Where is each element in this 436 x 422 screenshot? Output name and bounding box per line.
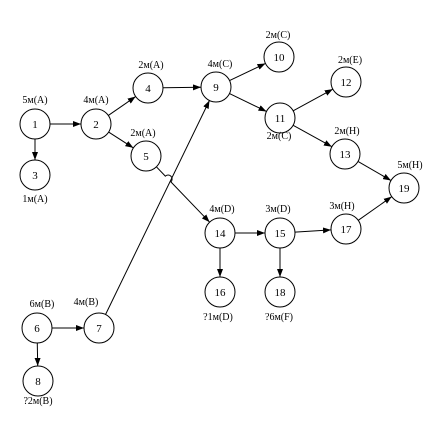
node-circle — [83, 312, 115, 344]
node-circle — [264, 276, 296, 308]
edge-9-11 — [229, 93, 267, 112]
node-label: 5м(A) — [22, 95, 47, 106]
node-1: 1 5м(A) — [19, 95, 51, 140]
node-label: 2м(C) — [267, 131, 292, 142]
node-number: 19 — [399, 183, 411, 195]
node-label: ?2м(B) — [23, 396, 52, 407]
node-number: 9 — [213, 82, 219, 94]
node-label: 4м(B) — [74, 297, 99, 308]
edge-17-19 — [357, 196, 393, 221]
edge-15-17 — [294, 227, 332, 234]
node-circle — [264, 102, 296, 134]
node-circle — [330, 66, 362, 98]
node-label: 2м(E) — [338, 55, 362, 66]
node-14: 14 4м(D) — [204, 204, 236, 249]
node-number: 12 — [341, 77, 352, 89]
node-circle — [130, 140, 162, 172]
edge-11-12 — [292, 88, 334, 112]
node-circle — [19, 159, 51, 191]
node-circle — [21, 312, 53, 344]
node-label: ?1м(D) — [203, 312, 233, 323]
node-circle — [264, 217, 296, 249]
node-label: 1м(A) — [22, 194, 47, 205]
node-circle — [22, 365, 54, 397]
node-5: 5 2м(A) — [130, 128, 162, 172]
node-circle — [19, 108, 51, 140]
node-circle — [204, 217, 236, 249]
edge-4-9 — [162, 84, 202, 91]
edge-2-4 — [108, 96, 136, 116]
node-label: 2м(A) — [130, 128, 155, 139]
edge-7-9 — [105, 100, 210, 315]
node-13: 13 2м(H) — [329, 126, 361, 170]
node-label: 4м(C) — [208, 59, 233, 70]
nodes: 1 5м(A) 2 4м(A) 3 1м(A) 4 2м(A) 5 2м(A) 6 6м(B) 7 4м(… — [19, 30, 423, 407]
node-circle — [80, 108, 112, 140]
node-label: 3м(H) — [329, 201, 354, 212]
node-number: 18 — [275, 287, 287, 299]
node-number: 7 — [96, 323, 102, 335]
node-15: 15 3м(D) — [264, 204, 296, 249]
node-circle — [204, 276, 236, 308]
node-label: ?6м(F) — [265, 312, 293, 323]
node-8: 8 ?2м(B) — [22, 365, 54, 407]
node-number: 11 — [275, 113, 286, 125]
node-number: 15 — [275, 228, 287, 240]
node-label: 6м(B) — [30, 299, 55, 310]
node-circle — [388, 172, 420, 204]
node-number: 1 — [32, 119, 38, 131]
node-number: 8 — [35, 376, 41, 388]
node-label: 2м(C) — [266, 30, 291, 41]
node-18: 18 ?6м(F) — [264, 276, 296, 323]
node-label: 2м(A) — [138, 60, 163, 71]
node-12: 12 2м(E) — [330, 55, 362, 98]
node-number: 6 — [34, 323, 40, 335]
node-number: 17 — [341, 224, 353, 236]
node-number: 14 — [215, 228, 227, 240]
node-number: 5 — [143, 151, 149, 163]
node-label: 4м(D) — [209, 204, 234, 215]
node-16: 16 ?1м(D) — [203, 276, 236, 323]
node-number: 4 — [145, 83, 151, 95]
node-circle — [200, 71, 232, 103]
node-17: 17 3м(H) — [329, 201, 362, 245]
edge-2-5 — [108, 131, 134, 149]
node-10: 10 2м(C) — [263, 30, 295, 73]
node-3: 3 1м(A) — [19, 159, 51, 205]
edge-13-19 — [357, 161, 392, 181]
node-circle — [132, 72, 164, 104]
edge-5-14 — [156, 166, 210, 223]
node-circle — [329, 138, 361, 170]
edge-9-10 — [229, 62, 266, 82]
node-9: 9 4м(C) — [200, 59, 233, 103]
node-number: 3 — [32, 170, 38, 182]
node-label: 3м(D) — [265, 204, 290, 215]
node-number: 10 — [274, 52, 286, 64]
node-label: 2м(H) — [334, 126, 359, 137]
node-11: 11 2м(C) — [264, 102, 296, 142]
node-7: 7 4м(B) — [74, 297, 115, 344]
edge-11-13 — [292, 124, 333, 148]
node-number: 13 — [340, 149, 352, 161]
node-6: 6 6м(B) — [21, 299, 55, 344]
node-number: 2 — [93, 119, 99, 131]
edges — [32, 62, 393, 367]
node-label: 4м(A) — [83, 95, 108, 106]
node-circle — [330, 213, 362, 245]
node-label: 5м(H) — [397, 160, 422, 171]
node-2: 2 4м(A) — [80, 95, 112, 140]
node-circle — [263, 41, 295, 73]
node-number: 16 — [215, 287, 227, 299]
node-4: 4 2м(A) — [132, 60, 164, 104]
node-19: 19 5м(H) — [388, 160, 423, 204]
